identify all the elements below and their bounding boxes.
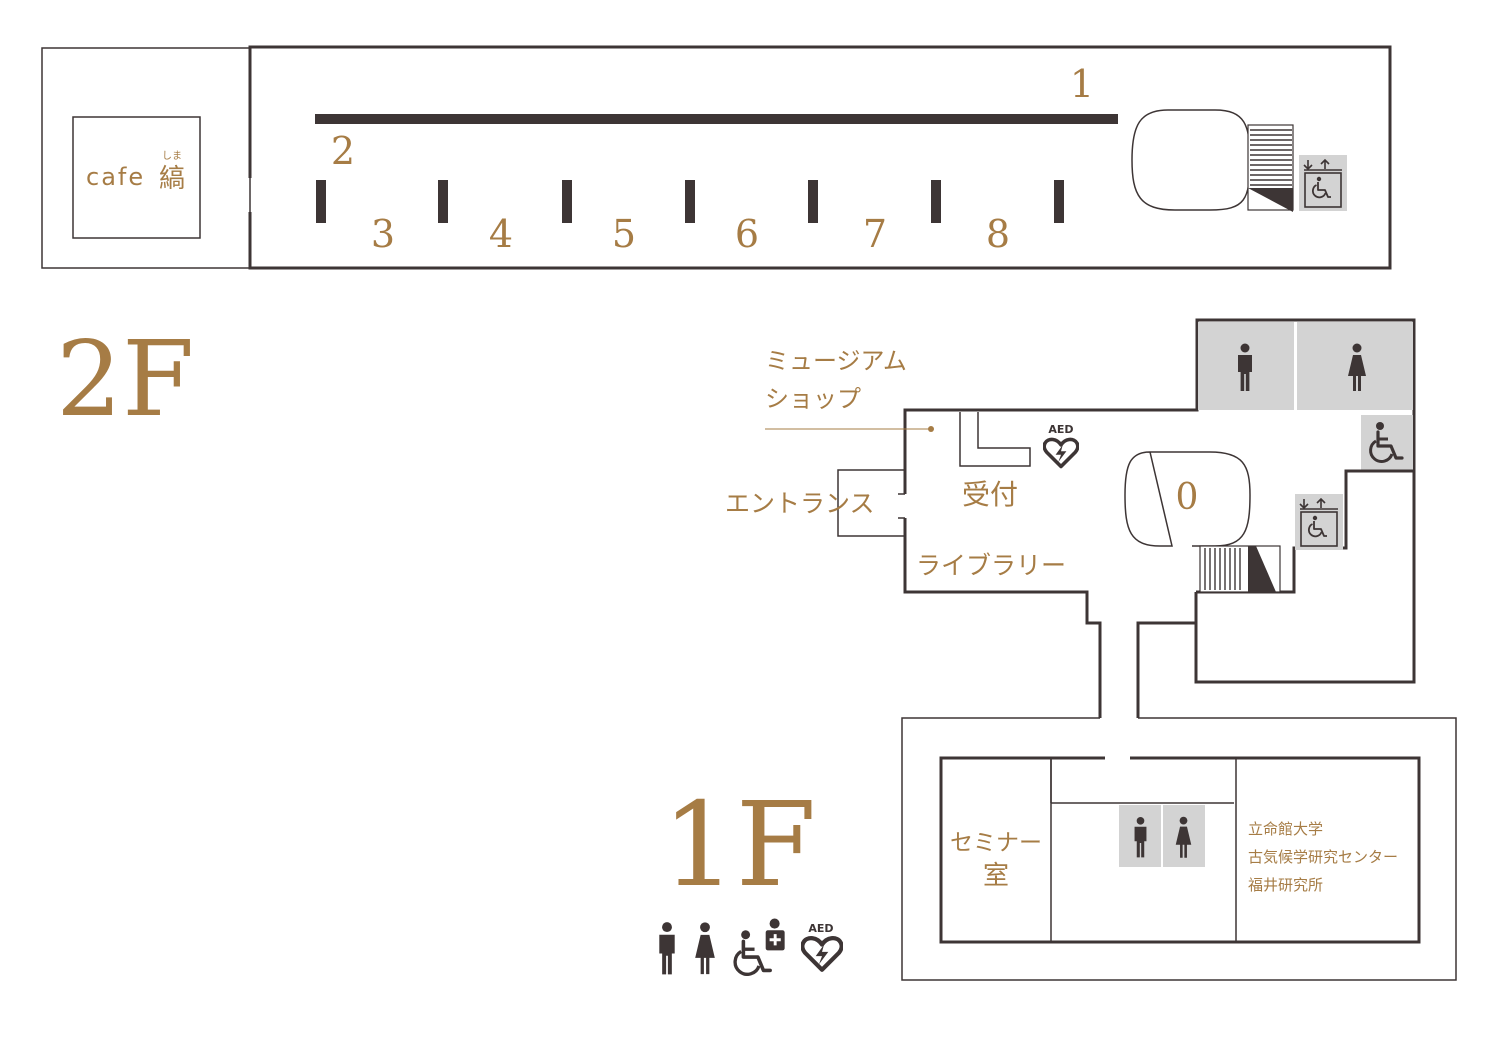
museum-shop-marker <box>928 426 934 432</box>
reception-label[interactable]: 受付 <box>962 478 1018 511</box>
partition <box>1054 180 1064 223</box>
library-label[interactable]: ライブラリー <box>916 551 1066 580</box>
gallery-number-8[interactable]: 8 <box>986 212 1010 256</box>
stairs-1f <box>1199 545 1281 593</box>
gallery-number-4[interactable]: 4 <box>489 212 513 256</box>
accessible-toilet-room[interactable] <box>1361 415 1413 471</box>
entrance-vestibule <box>837 469 905 537</box>
gallery-numbers: 1 2 3 4 5 6 7 8 <box>331 62 1094 256</box>
cafe-name: cafe <box>86 163 145 191</box>
aed-label: AED <box>1048 423 1073 436</box>
annex-outer-wall <box>901 717 1457 981</box>
gallery-number-5[interactable]: 5 <box>612 212 636 256</box>
stairs-2f <box>1247 124 1294 212</box>
annex-building: セミナー 室 立命館大学 古気候学研究センター 福井研究所 <box>901 717 1457 981</box>
female-toilet-icon <box>695 922 715 975</box>
atrium-void <box>1131 109 1251 211</box>
annex-inner-wall <box>939 756 1421 944</box>
seminar-room-label-line2[interactable]: 室 <box>983 861 1009 891</box>
elevator-icon-1f <box>1294 494 1344 550</box>
partition <box>931 180 941 223</box>
lower-right-wall <box>1136 592 1198 718</box>
gallery-number-6[interactable]: 6 <box>735 212 759 256</box>
gallery-partitions <box>316 180 1064 223</box>
entrance-label[interactable]: エントランス <box>725 489 875 518</box>
gallery-number-3[interactable]: 3 <box>371 212 395 256</box>
floor-label-1f: 1F <box>662 778 816 913</box>
male-toilet-icon <box>659 922 675 975</box>
research-center-line3[interactable]: 福井研究所 <box>1248 876 1323 894</box>
aed-icon <box>802 938 841 970</box>
central-partition <box>315 114 1118 124</box>
facility-legend: AED <box>659 918 841 976</box>
museum-shop-label-line1[interactable]: ミュージアム <box>765 347 907 375</box>
floor-2f-plan: cafe しま 縞 1 2 3 4 5 6 7 8 <box>41 45 1392 440</box>
cafe-kanji: 縞 <box>159 164 185 194</box>
multipurpose-toilet-icon <box>733 918 787 976</box>
gallery-number-7[interactable]: 7 <box>863 212 887 256</box>
research-center-line2[interactable]: 古気候学研究センター <box>1248 848 1398 866</box>
cafe-room[interactable] <box>72 116 201 239</box>
floor-label-2f: 2F <box>56 318 194 440</box>
partition <box>685 180 695 223</box>
entrance-door <box>898 493 905 519</box>
gallery-number-2[interactable]: 2 <box>331 129 355 173</box>
floor-1f-plan: 0 AED ミュージアム ショップ エントランス 受付 ライブラリー 1F <box>662 318 1416 913</box>
main-hall-wall <box>903 318 1416 684</box>
exhibition-room-zero[interactable] <box>1124 451 1251 547</box>
annex-corridor-wall <box>1050 758 1234 804</box>
room-zero-label: 0 <box>1176 477 1199 518</box>
seminar-room-label-line1[interactable]: セミナー <box>950 830 1042 856</box>
cafe-ruby: しま <box>162 150 182 162</box>
gallery-outline <box>248 45 1392 270</box>
partition <box>438 180 448 223</box>
gallery-number-1[interactable]: 1 <box>1070 62 1094 106</box>
legend-aed-label: AED <box>808 922 833 935</box>
partition <box>808 180 818 223</box>
research-center-line1[interactable]: 立命館大学 <box>1248 820 1323 838</box>
lower-left-wall <box>903 518 1102 718</box>
museum-shop-label-line2[interactable]: ショップ <box>765 385 861 413</box>
partition <box>562 180 572 223</box>
reception-counter <box>959 412 1031 467</box>
partition <box>316 180 326 223</box>
aed-icon <box>1043 437 1079 469</box>
elevator-icon <box>1298 155 1348 211</box>
